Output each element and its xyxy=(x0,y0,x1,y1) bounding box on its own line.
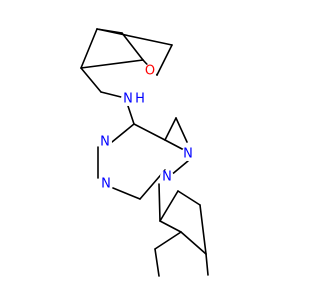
bond-c4-c3a xyxy=(133,123,166,141)
bond-aryl-1 xyxy=(159,220,182,233)
atom-nh: N H xyxy=(121,92,145,107)
bond-aryl-6 xyxy=(154,231,182,250)
bond-thf-7 xyxy=(80,59,144,69)
bond-c3a-n2 xyxy=(164,139,185,151)
bond-thf-6 xyxy=(80,28,98,69)
bond-aryl-2 xyxy=(180,231,207,255)
atom-label-n5: N xyxy=(100,135,110,150)
bond-aryl-5 xyxy=(159,190,179,222)
bond-methyl-1 xyxy=(154,248,160,277)
bond-methyl-2 xyxy=(205,253,209,276)
atom-label-o1: O xyxy=(145,64,155,79)
atom-label-n1: N xyxy=(162,170,172,185)
bond-aryl-4 xyxy=(177,190,201,206)
bond-ch2-1 xyxy=(80,67,102,93)
atom-label-n2: N xyxy=(183,147,193,162)
atom-n2: N xyxy=(181,147,195,162)
bond-ch2-2 xyxy=(100,91,122,98)
atom-o1: O xyxy=(143,64,157,79)
bond-c3-n2 xyxy=(175,117,188,143)
molecule-diagram: O N H N N N N xyxy=(80,28,209,277)
atom-n1: N xyxy=(160,170,174,185)
bond-nh-c4 xyxy=(127,105,135,125)
bond-n1-aryl xyxy=(158,183,161,222)
bond-aryl-3 xyxy=(199,204,207,255)
atom-label-layer: O N H N N N N xyxy=(98,64,195,192)
bond-c4-n5 xyxy=(111,123,135,143)
atom-n7: N xyxy=(99,177,113,192)
bond-thf-4 xyxy=(156,44,173,76)
atom-label-n7: N xyxy=(101,177,111,192)
bond-c3a-c3 xyxy=(164,117,177,141)
bond-thf-2 xyxy=(121,32,144,61)
atom-n5: N xyxy=(98,135,112,150)
atom-label-nh-h: H xyxy=(135,92,145,107)
bond-n7-c7a xyxy=(112,187,141,200)
structure-svg: O N H N N N N xyxy=(80,28,209,277)
atom-label-nh-n: N xyxy=(123,92,133,107)
bond-thf-5 xyxy=(96,28,173,46)
